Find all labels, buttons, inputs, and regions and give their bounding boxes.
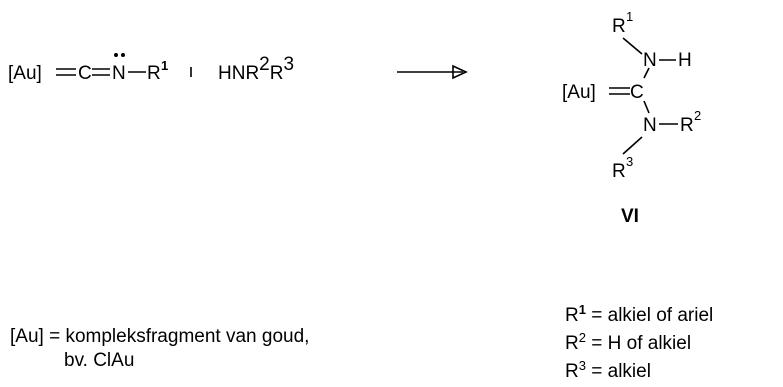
legend-r3-text: = alkiel [585,361,651,382]
product-n-r3-bond [622,136,643,155]
product-h-top: H [678,50,692,71]
legend-r3-row: R3 = alkiel [565,358,713,386]
gold-isocyanide-reactant: [Au] C N R 1 [8,53,168,84]
amine-r-symbol: R [270,63,284,84]
amine-sup-3: 3 [283,54,294,75]
product-n-bottom: N [643,115,657,136]
legend-au-definition: [Au] = kompleksfragment van goud, bv. Cl… [10,325,309,373]
amine-reactant: HNR2R3 [218,54,294,84]
legend-r1-index: 1 [578,301,586,317]
product-r3-index: 3 [626,154,633,169]
product-r1: R [612,16,626,37]
amine-sup-2: 2 [259,54,270,75]
product-c-n-top-bond [643,67,650,79]
reactant-r-group: R [147,63,161,84]
reaction-arrow [397,64,468,80]
product-r2-index: 2 [694,108,701,123]
legend-r2-index: 2 [578,329,586,345]
reactant-nitrogen: N [112,63,126,84]
legend-r3-symbol: R [565,361,579,382]
product-r2: R [680,115,694,136]
product-r3: R [612,161,626,182]
reactant-r-index: 1 [161,58,168,73]
carbene-product: R 1 N H [Au] C N R 2 R 3 VI [562,9,701,227]
legend-r1-text: = alkiel of ariel [585,305,714,326]
product-r1-n-bond [622,37,643,55]
legend-au-line-1: [Au] = kompleksfragment van goud, [10,326,310,347]
legend-r-definitions: R1 = alkiel of ariel R2 = H of alkiel R3… [565,302,713,386]
reactant-carbon: C [78,63,92,84]
legend-r3-index: 3 [578,357,586,373]
product-r1-index: 1 [626,9,633,24]
product-carbon: C [630,82,644,103]
legend-r2-symbol: R [565,333,579,354]
legend-r1-symbol: R [565,305,579,326]
product-n-top: N [643,50,657,71]
legend-au-line-2: bv. ClAu [64,350,135,371]
svg-text:HNR2R3: HNR2R3 [218,54,294,84]
amine-hnr: HNR [218,63,259,84]
legend-r2-text: = H of alkiel [585,333,692,354]
reactant-au-fragment: [Au] [8,63,42,84]
product-c-n-bottom-bond [643,100,650,114]
reaction-arrow-head [452,64,468,80]
nitrogen-lone-pair-dot-left [114,53,118,57]
nitrogen-lone-pair-dot-right [121,53,125,57]
product-au-fragment: [Au] [562,82,596,103]
compound-label: VI [621,206,639,227]
legend-r1-row: R1 = alkiel of ariel [565,302,713,330]
legend-r2-row: R2 = H of alkiel [565,330,713,358]
